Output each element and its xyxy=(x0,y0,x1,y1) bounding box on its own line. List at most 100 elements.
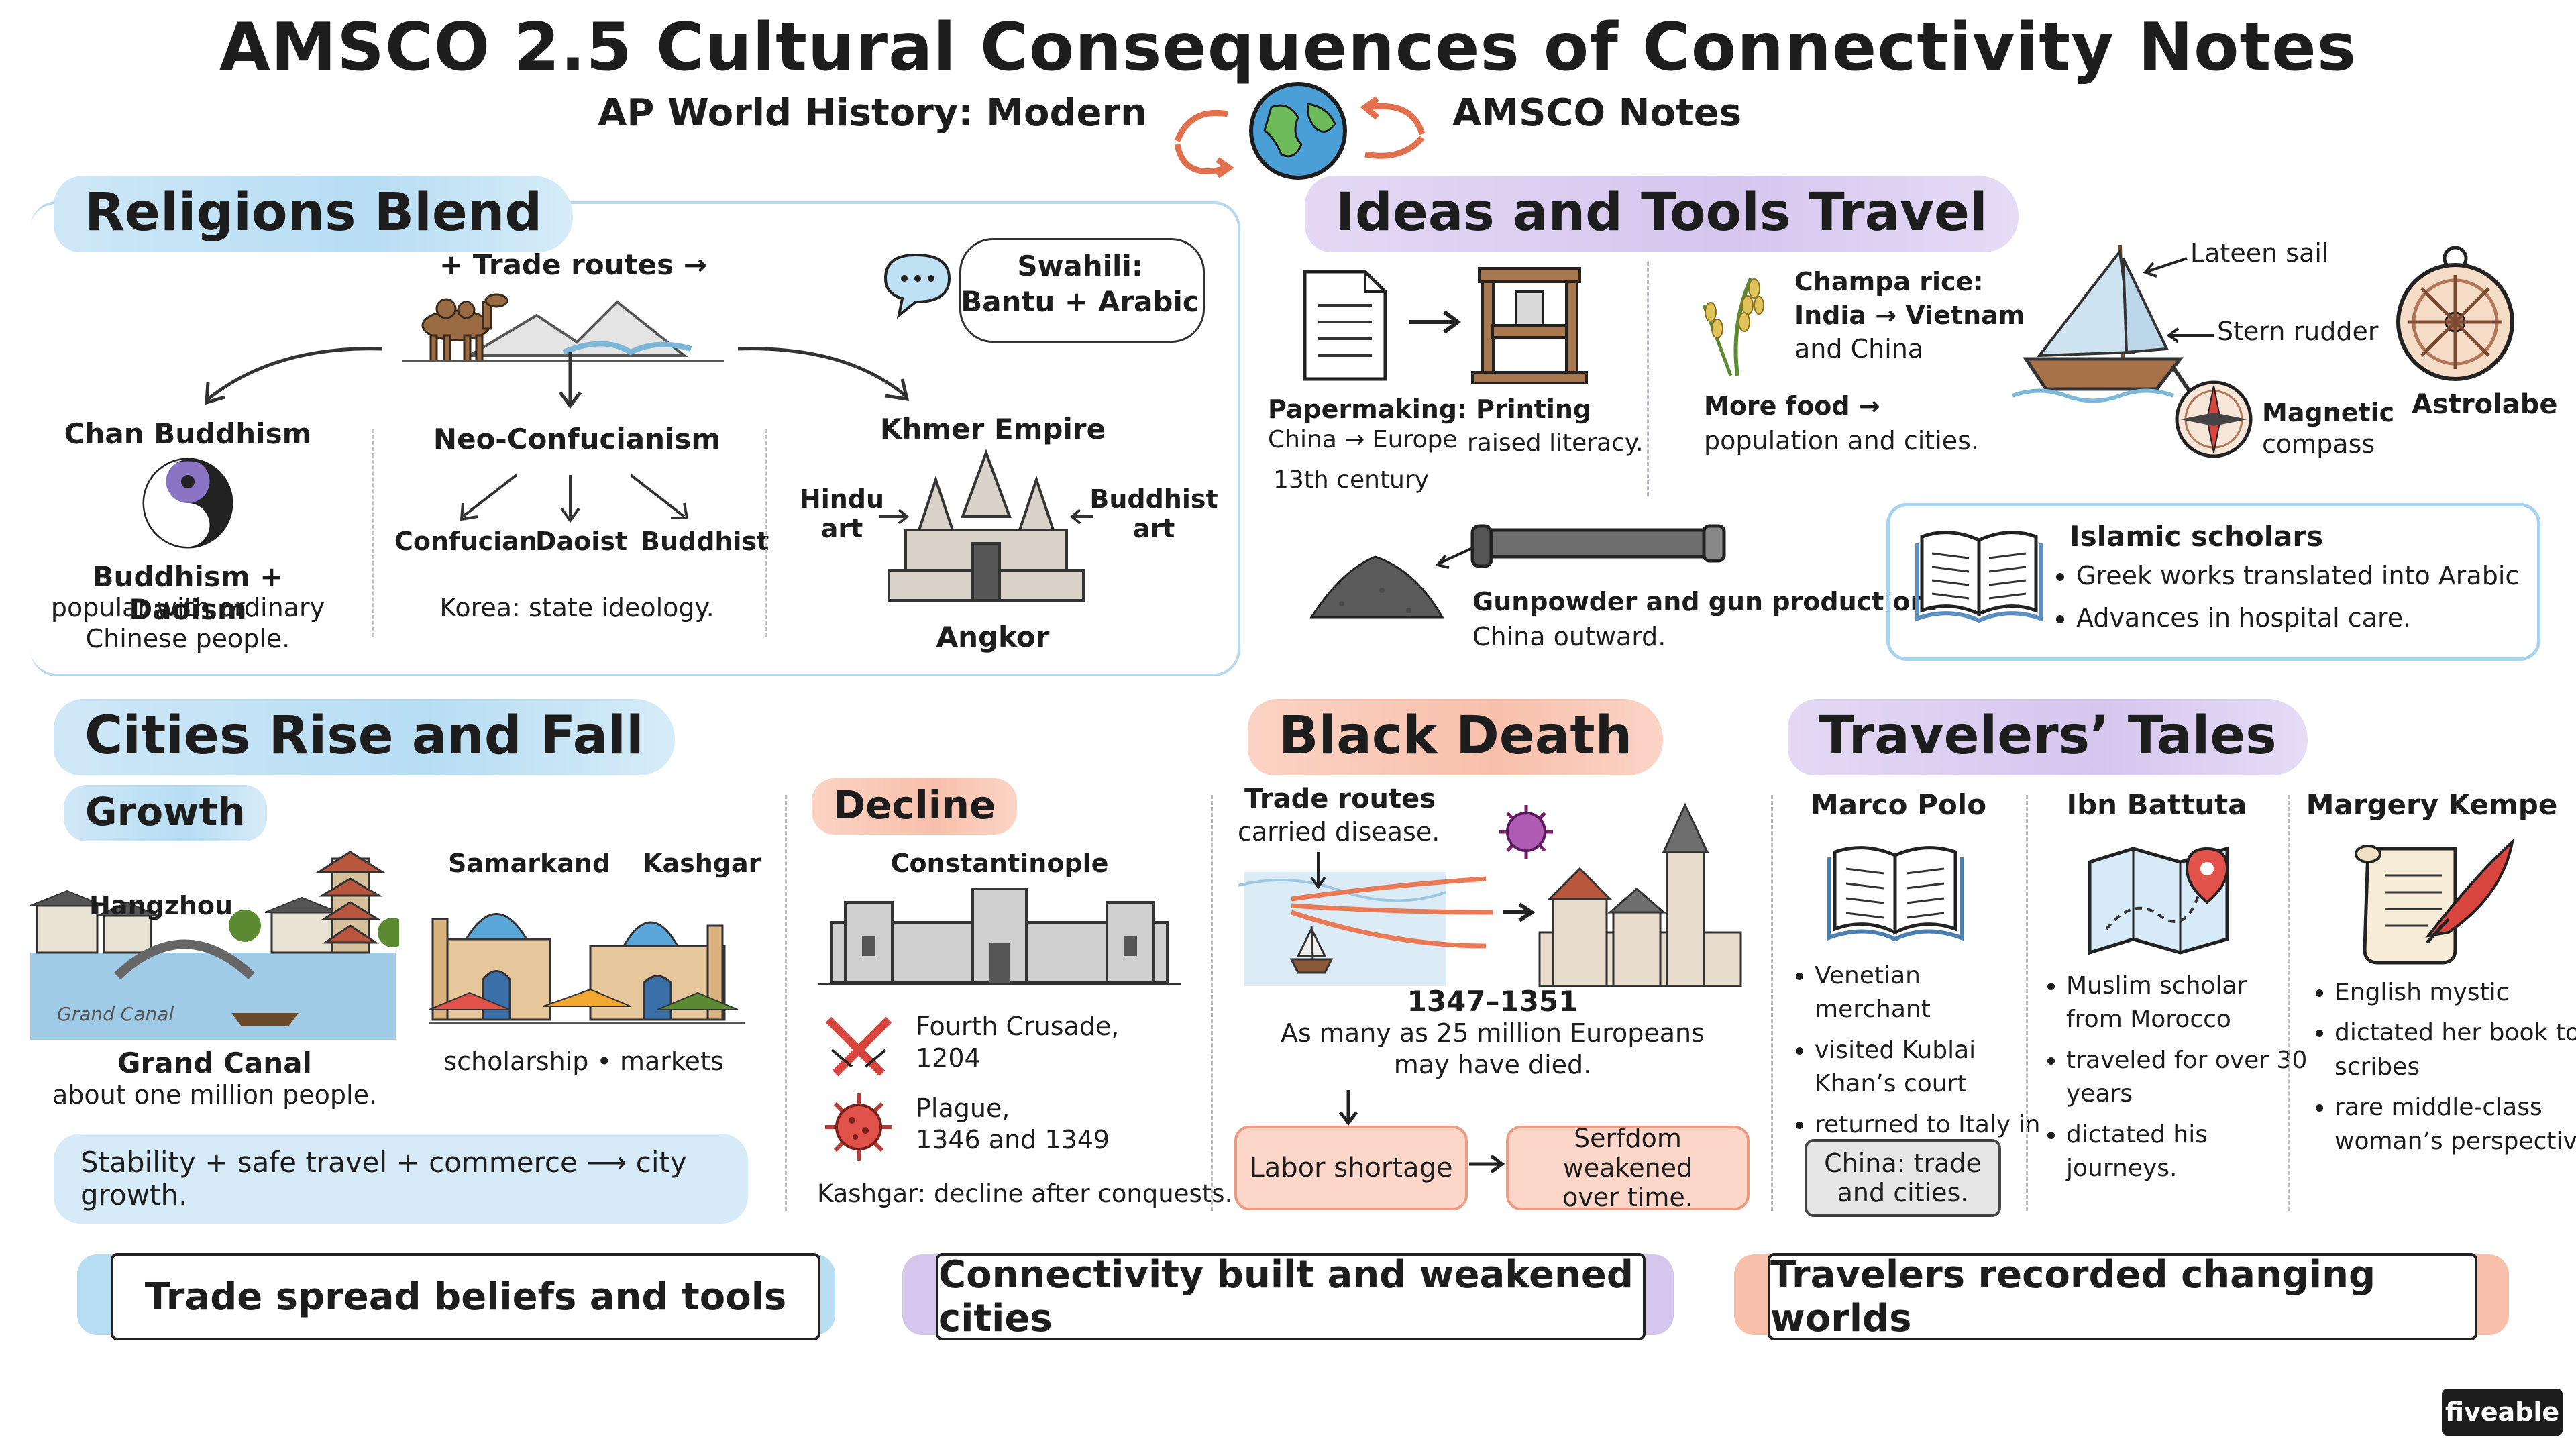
summary-cities: Connectivity built and weakened cities xyxy=(936,1253,1646,1340)
neo-confucian: Confucian xyxy=(394,527,537,556)
globe-icon xyxy=(1174,82,1426,180)
constantinople-label: Constantinople xyxy=(890,849,1109,878)
lateen-pointer xyxy=(2143,257,2188,278)
trade-route-arrows xyxy=(205,347,910,409)
ibn-battuta-label: Ibn Battuta xyxy=(2066,788,2247,821)
list-item: rare middle-class woman’s perspective. xyxy=(2334,1091,2576,1159)
list-item: dictated his journeys. xyxy=(2066,1118,2308,1186)
crusade-label-2: 1204 xyxy=(916,1043,981,1073)
angkor-label: Angkor xyxy=(936,621,1050,653)
swahili-label: Swahili: xyxy=(1017,250,1143,282)
list-item: Advances in hospital care. xyxy=(2076,600,2519,636)
trade-disease-label-1: Trade routes xyxy=(1244,784,1436,814)
rice-icon xyxy=(1702,277,1764,376)
angkor-temple-illustration xyxy=(879,449,1093,602)
constantinople-walls-illustration xyxy=(818,888,1181,985)
decline-tag: Decline xyxy=(812,778,1018,835)
black-death-years: 1347–1351 xyxy=(1407,985,1578,1018)
speech-bubble-icon xyxy=(883,253,951,319)
plague-virus-icon xyxy=(825,1093,892,1161)
neo-buddhist: Buddhist xyxy=(641,527,769,556)
stern-rudder-label: Stern rudder xyxy=(2217,317,2379,346)
book-icon xyxy=(1827,846,1964,942)
crossed-swords-icon xyxy=(825,1016,892,1077)
ship-icon xyxy=(2012,244,2192,403)
gunpowder-desc: China outward. xyxy=(1472,622,1666,651)
trade-disease-label-2: carried disease. xyxy=(1238,817,1440,847)
subtitle-course: AP World History: Modern xyxy=(598,91,1147,135)
list-item: English mystic xyxy=(2334,976,2576,1010)
page-title: AMSCO 2.5 Cultural Consequences of Conne… xyxy=(219,9,2357,86)
lateen-sail-label: Lateen sail xyxy=(2190,238,2329,268)
korea-label: Korea: state ideology. xyxy=(439,593,714,623)
divider xyxy=(372,429,374,637)
scroll-quill-icon xyxy=(2355,838,2515,965)
list-item: dictated her book to scribes xyxy=(2334,1016,2576,1084)
growth-tag: Growth xyxy=(64,785,267,841)
astrolabe-icon xyxy=(2396,246,2514,381)
yin-yang-icon xyxy=(142,458,233,549)
black-death-deaths-1: As many as 25 million Europeans xyxy=(1281,1018,1705,1048)
astrolabe-label: Astrolabe xyxy=(2412,389,2558,420)
summary-travelers: Travelers recorded changing worlds xyxy=(1768,1253,2477,1340)
papermaking-label: Papermaking: xyxy=(1268,394,1468,424)
down-arrow xyxy=(1339,1090,1358,1126)
neo-branch-arrows xyxy=(460,474,689,523)
neo-confucianism-label: Neo-Confucianism xyxy=(433,423,721,455)
papermaking-route: China → Europe xyxy=(1268,426,1458,453)
chan-buddhism-label: Chan Buddhism xyxy=(64,417,312,450)
compass-label-2: compass xyxy=(2262,429,2375,459)
chan-desc-3: Chinese people. xyxy=(85,624,290,653)
divider xyxy=(2026,795,2028,1211)
hangzhou-label: Hangzhou xyxy=(89,891,233,920)
canal-sign: Grand Canal xyxy=(57,1003,174,1025)
kashgar-label: Kashgar xyxy=(643,849,761,878)
chan-desc-1: Buddhism + Daoism xyxy=(92,560,284,626)
divider xyxy=(1647,262,1649,496)
khmer-empire-label: Khmer Empire xyxy=(879,413,1106,445)
list-item: visited Kublai Khan’s court xyxy=(1815,1034,2043,1102)
islamic-scholars-list: Greek works translated into Arabic Advan… xyxy=(2049,558,2519,643)
plague-spread-illustration xyxy=(1238,802,1742,987)
section-title-travelers: Travelers’ Tales xyxy=(1788,699,2308,775)
camel-mountains-illustration xyxy=(402,293,724,362)
map-icon xyxy=(2088,846,2229,955)
section-title-religions: Religions Blend xyxy=(54,176,574,252)
margery-kempe-label: Margery Kempe xyxy=(2306,788,2558,821)
fiveable-logo: fiveable xyxy=(2442,1389,2563,1436)
kashgar-decline: Kashgar: decline after conquests. xyxy=(817,1179,1233,1208)
section-title-cities: Cities Rise and Fall xyxy=(54,699,675,775)
printing-label: Printing xyxy=(1476,394,1592,424)
more-food-desc: population and cities. xyxy=(1704,426,1980,455)
open-book-icon xyxy=(1915,531,2043,623)
subtitle-notes: AMSCO Notes xyxy=(1452,91,1742,135)
papermaking-century: 13th century xyxy=(1273,466,1429,494)
plague-label-2: 1346 and 1349 xyxy=(916,1125,1110,1155)
list-item: traveled for over 30 years xyxy=(2066,1044,2308,1112)
margery-kempe-list: English mystic dictated her book to scri… xyxy=(2308,976,2576,1165)
paper-icon xyxy=(1303,270,1387,381)
divider xyxy=(2288,795,2290,1211)
list-item: Muslim scholar from Morocco xyxy=(2066,969,2308,1037)
crusade-label-1: Fourth Crusade, xyxy=(916,1012,1120,1041)
divider xyxy=(785,795,787,1211)
samarkand-label: Samarkand xyxy=(448,849,611,878)
neo-daoist: Daoist xyxy=(535,527,628,556)
rudder-pointer xyxy=(2166,327,2214,343)
marco-polo-label: Marco Polo xyxy=(1810,788,1987,821)
more-food-label: More food → xyxy=(1704,391,1880,421)
islamic-scholars-title: Islamic scholars xyxy=(2070,520,2324,553)
grand-canal-label: Grand Canal xyxy=(117,1046,312,1079)
islamic-scholars-box xyxy=(1886,503,2540,661)
divider xyxy=(1771,795,1773,1211)
grand-canal-desc: about one million people. xyxy=(52,1080,378,1110)
swahili-bubble xyxy=(959,238,1205,343)
stability-pill: Stability + safe travel + commerce ⟶ cit… xyxy=(54,1134,748,1224)
divider xyxy=(1211,795,1213,1211)
labor-shortage-box: Labor shortage xyxy=(1234,1126,1468,1210)
religions-panel xyxy=(30,201,1240,676)
